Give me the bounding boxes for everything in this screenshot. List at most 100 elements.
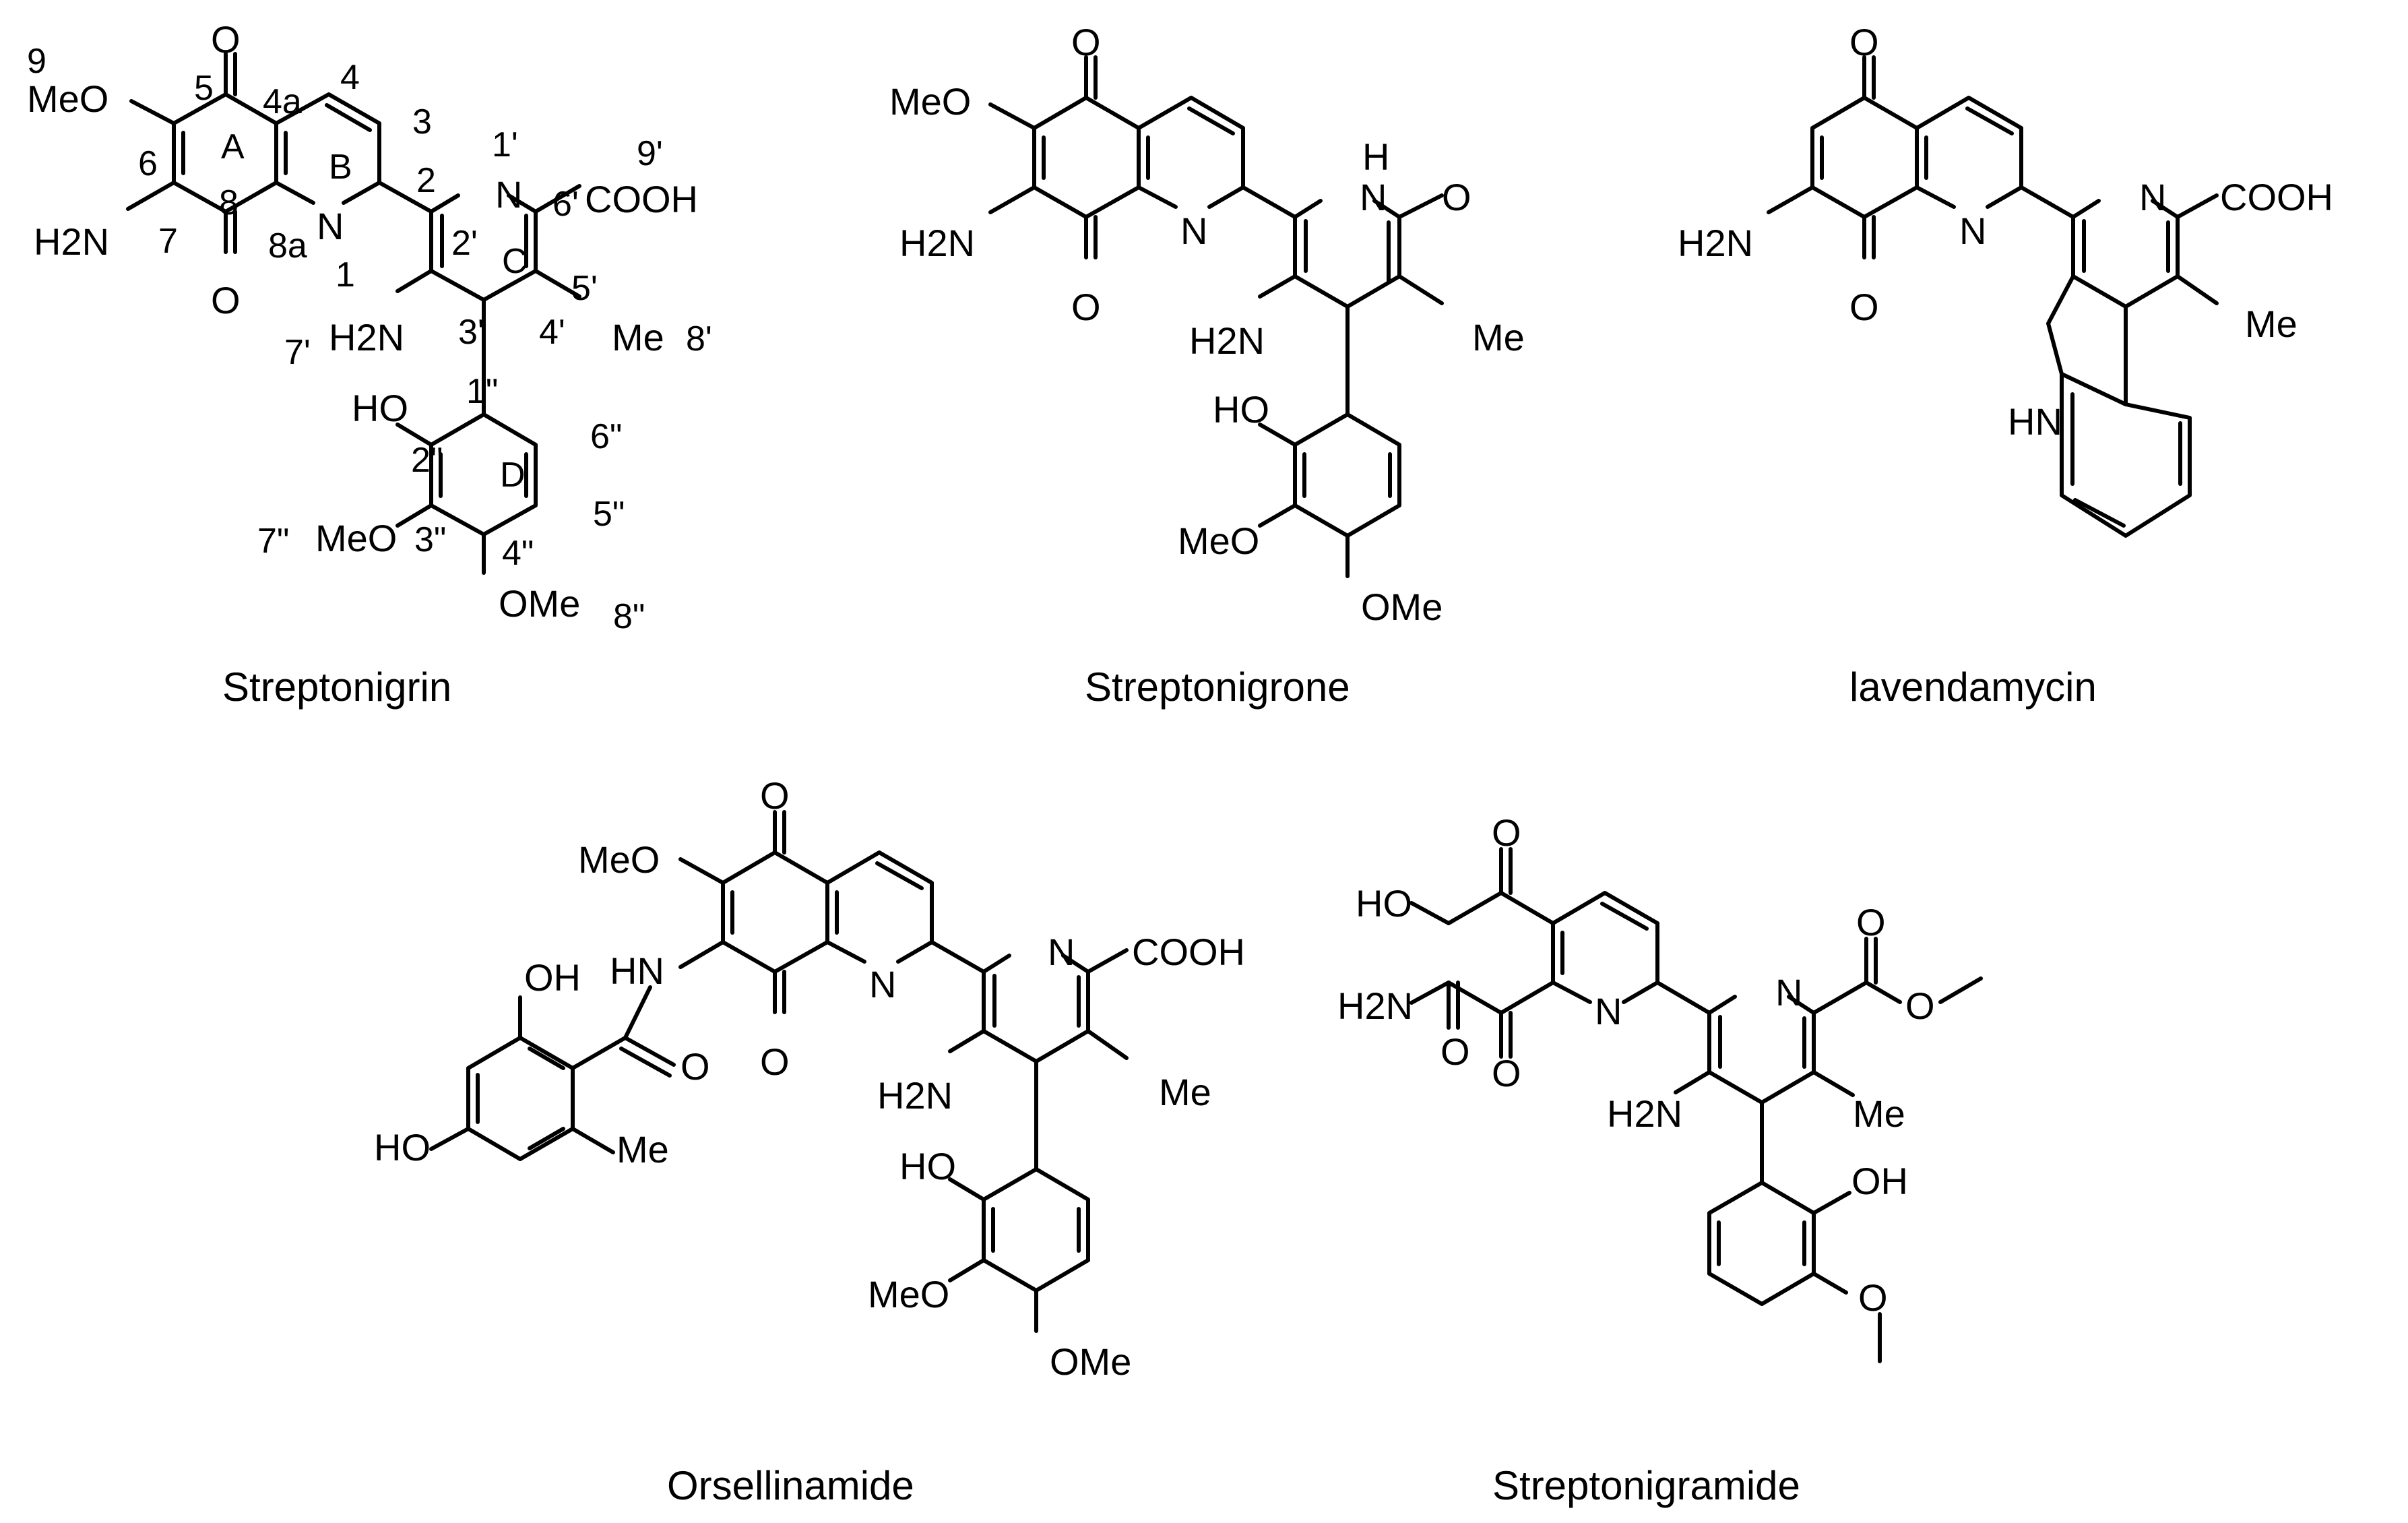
orsellinamide-atom-oh: HO [899,1145,956,1187]
streptonigramide-atom-nh2: H2N [1607,1092,1682,1135]
streptonigramide-bonds [1409,847,1983,1363]
streptonigrin-atom-o-top: O [211,18,241,61]
streptonigrin-num: 7" [257,522,289,561]
streptonigramide-atom-oh: OH [1851,1160,1908,1202]
lavendamycin-atom-me: Me [2245,303,2298,345]
streptonigrin-ring-a: A [221,127,245,166]
orsellinamide-bonds [429,810,1129,1333]
lavendamycin-bonds [1767,55,2219,538]
streptonigrin-num: 5" [593,495,625,534]
streptonigrone-atom-n1p: N [1360,176,1387,218]
streptonigramide-atom-o-ester: O [1856,901,1886,943]
streptonigrin-atom-meo-d: MeO [315,517,397,559]
compound-streptonigramide: HO O H2N O O N N O O H2N Me OH O Strepto… [1337,811,1983,1508]
lavendamycin-atom-n1p: N [2139,176,2166,218]
streptonigramide-atom-o-keto2: O [1492,1052,1521,1094]
streptonigrin-atom-n1p: N [495,173,522,216]
orsellinamide-atom-hn: HN [610,950,664,992]
streptonigramide-atom-me: Me [1853,1092,1905,1135]
streptonigrin-ring-c: C [502,242,528,281]
streptonigrin-num: 6" [590,417,622,456]
streptonigrin-num: 6' [552,185,579,224]
streptonigrin-atom-methoxy: MeO [27,77,108,120]
streptonigrone-atom-n1: N [1180,210,1207,252]
streptonigrin-num: 4' [539,313,565,352]
orsellinamide-atom-me-ors: Me [616,1128,669,1171]
streptonigrone-atom-oh: HO [1213,388,1269,431]
compound-lavendamycin: O H2N O N N COOH Me HN lavendamycin [1678,21,2333,710]
caption-streptonigramide: Streptonigramide [1492,1463,1800,1508]
streptonigramide-atom-h2n-amide: H2N [1337,985,1413,1027]
streptonigrin-ring-d: D [500,456,526,495]
streptonigrin-ring-b: B [329,148,352,187]
streptonigrin-atom-amino: H2N [34,220,109,263]
streptonigrone-atom-nh2: H2N [1189,319,1265,362]
compound-streptonigrin: O MeO H2N O N N COOH Me H2N HO MeO OMe A… [27,18,712,710]
orsellinamide-atom-n1p: N [1048,931,1075,973]
caption-streptonigrin: Streptonigrin [222,664,451,710]
streptonigrin-atom-o-bottom: O [211,279,241,321]
orsellinamide-atom-nh2: H2N [877,1074,953,1117]
lavendamycin-atom-amino: H2N [1678,222,1753,264]
lavendamycin-atom-cooh: COOH [2220,176,2333,218]
orsellinamide-atom-o-top: O [760,774,790,817]
streptonigrone-atom-amino: H2N [899,222,975,264]
caption-streptonigrone: Streptonigrone [1085,664,1350,710]
streptonigrin-num: 3 [412,102,432,142]
streptonigrin-num: 3' [458,313,484,352]
lavendamycin-atom-hn: HN [2008,400,2062,443]
orsellinamide-atom-ome: OMe [1050,1340,1131,1383]
streptonigramide-atom-o-meth: O [1858,1276,1888,1319]
caption-orsellinamide: Orsellinamide [667,1463,914,1508]
streptonigrin-bonds [126,52,581,575]
orsellinamide-atom-meo-d: MeO [868,1273,949,1315]
orsellinamide-atom-ho-ors: HO [374,1126,431,1169]
streptonigramide-atom-n1p: N [1775,971,1802,1014]
streptonigramide-atom-n1: N [1595,990,1622,1032]
streptonigrin-num: 2' [451,224,478,263]
streptonigrin-num: 5' [571,269,598,308]
streptonigrin-num: 8" [613,597,645,636]
streptonigrone-atom-meo-d: MeO [1178,520,1259,562]
lavendamycin-atom-o-bottom: O [1849,286,1879,328]
streptonigrone-atom-o-lactam: O [1442,176,1471,218]
streptonigrin-num: 4a [263,82,302,121]
streptonigrone-bonds [988,55,1444,578]
streptonigrin-num: 2" [411,441,443,480]
compound-orsellinamide: O MeO HN O N N COOH Me H2N OH O HO Me HO… [374,774,1245,1508]
orsellinamide-atom-methoxy: MeO [578,838,660,881]
streptonigrin-num: 8' [686,319,712,359]
compound-streptonigrone: O MeO H2N O N H N O Me H2N HO MeO OMe St… [889,21,1525,710]
streptonigrin-num: 7' [284,333,311,372]
streptonigrone-atom-methoxy: MeO [889,80,971,123]
orsellinamide-atom-cooh: COOH [1132,931,1245,973]
streptonigrin-num: 3" [414,520,446,559]
streptonigrin-atom-me: Me [612,316,664,359]
streptonigrin-num: 1' [492,125,518,164]
streptonigramide-atom-o-amide: O [1440,1030,1470,1073]
orsellinamide-atom-o-amide: O [680,1045,710,1088]
streptonigramide-atom-ho: HO [1356,882,1412,925]
lavendamycin-atom-o-top: O [1849,21,1879,63]
streptonigrin-num: 1 [336,255,355,294]
streptonigrin-num: 6 [138,144,158,183]
streptonigrin-atom-nh2: H2N [329,316,404,359]
streptonigrin-atom-oh: HO [352,387,408,429]
streptonigrin-num: 9 [27,42,46,81]
streptonigrone-atom-o-bottom: O [1071,286,1101,328]
orsellinamide-atom-n1: N [869,963,896,1005]
streptonigrin-num: 4" [502,534,534,573]
streptonigrin-atom-ome: OMe [499,582,580,625]
streptonigrin-num: 9' [637,134,663,173]
lavendamycin-atom-n1: N [1959,210,1986,252]
streptonigrone-atom-o-top: O [1071,21,1101,63]
streptonigrin-atom-n1: N [317,205,344,247]
streptonigrone-atom-ome: OMe [1361,586,1443,628]
streptonigrin-num: 8 [219,183,239,222]
streptonigrin-num: 7 [158,222,178,261]
streptonigrin-num: 8a [268,226,307,266]
streptonigrone-atom-me: Me [1472,316,1525,359]
streptonigrin-num: 5 [194,69,214,108]
streptonigrin-atom-cooh: COOH [585,178,698,220]
